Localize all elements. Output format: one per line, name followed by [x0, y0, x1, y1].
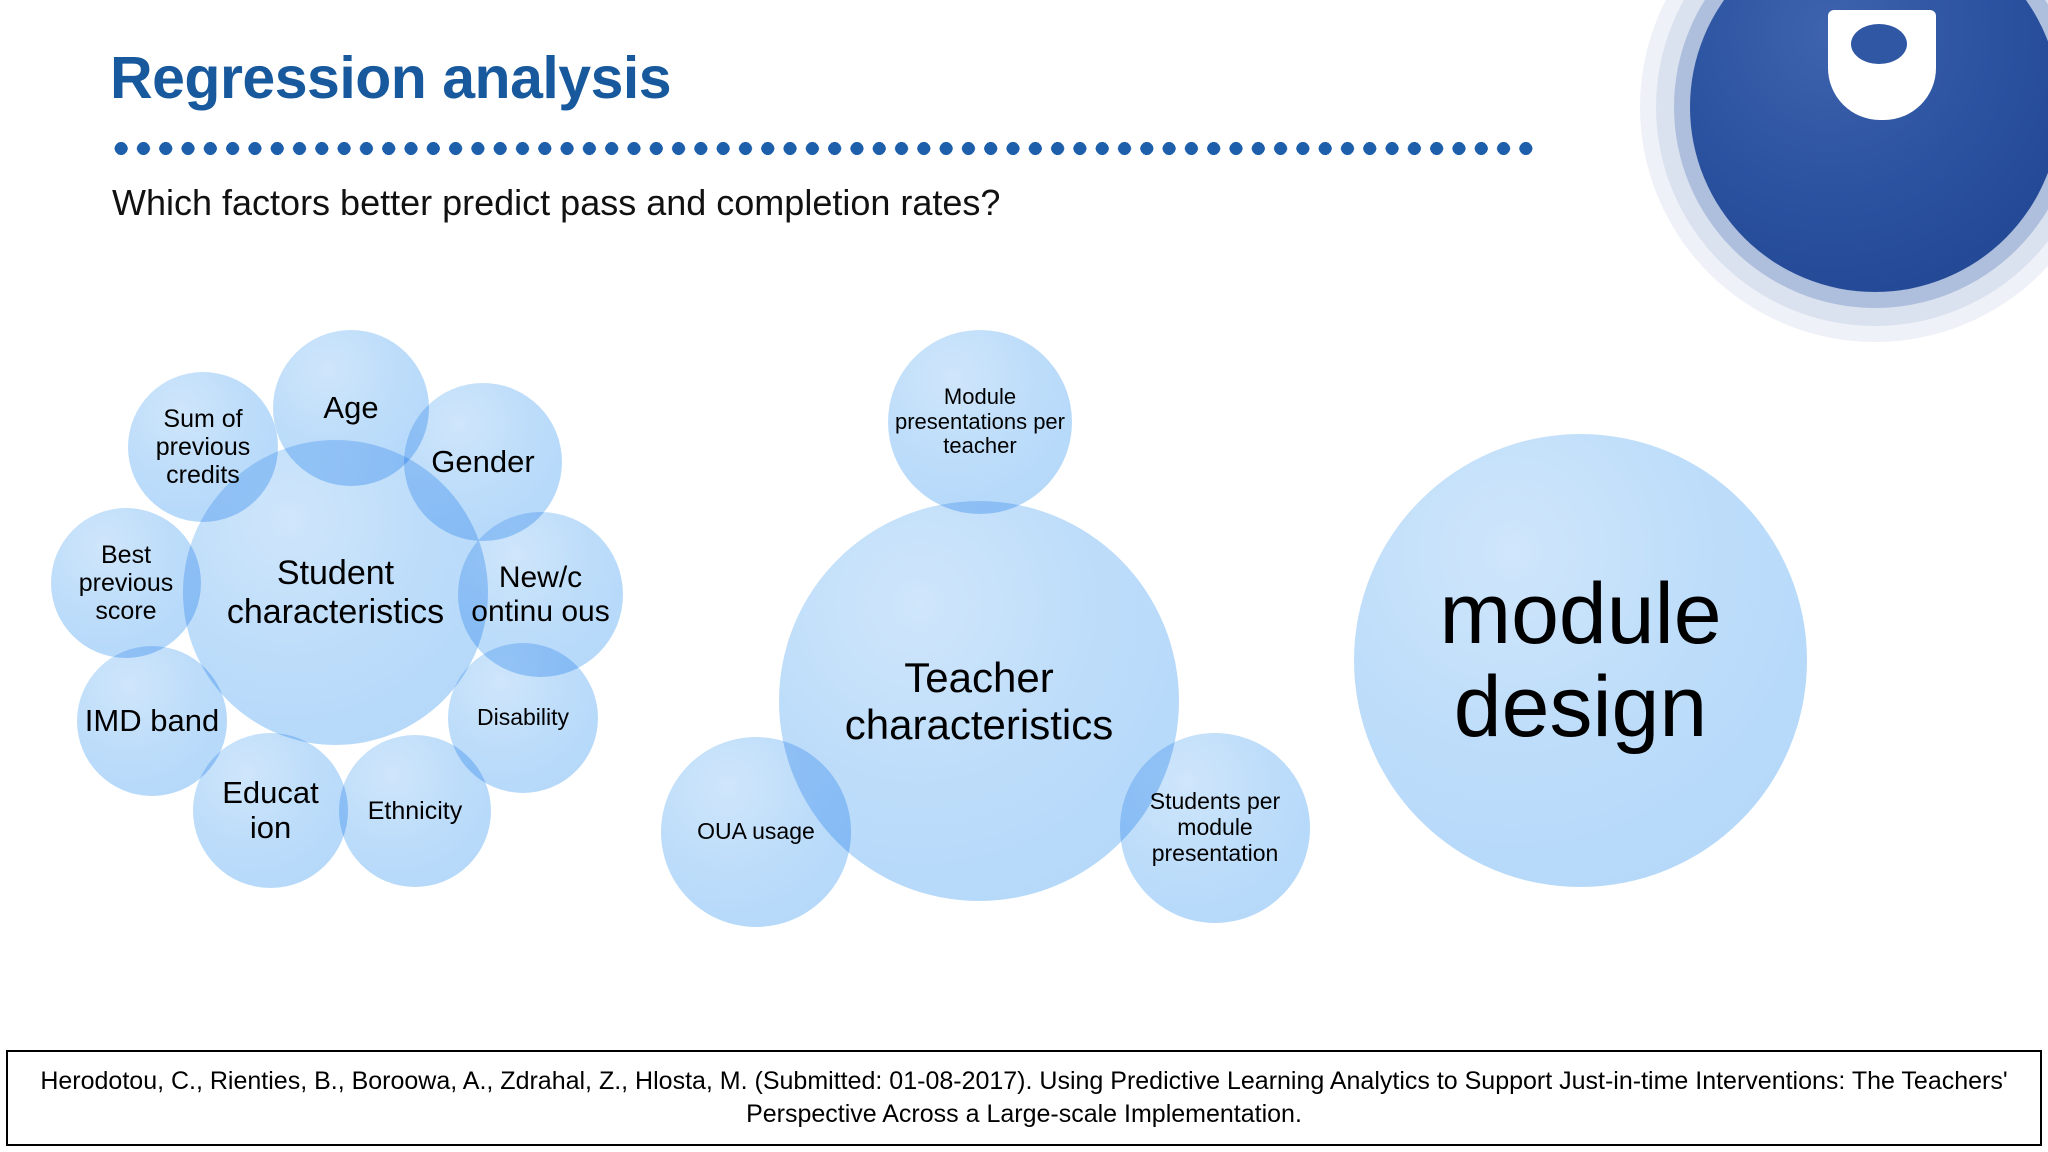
citation-text: Herodotou, C., Rienties, B., Boroowa, A.…: [40, 1066, 2008, 1128]
bubble-module-design: module design: [1354, 434, 1807, 887]
bubble-ethnicity: Ethnicity: [339, 735, 491, 887]
bubble-module-presentations-per-teacher: Module presentations per teacher: [888, 330, 1072, 514]
bubble-student-characteristics: Student characteristics: [183, 440, 488, 745]
bubble-students-per-module-presentation: Students per module presentation: [1120, 733, 1310, 923]
ou-shield-dot-icon: [1851, 24, 1907, 64]
bubble-best-previous-score: Best previous score: [51, 508, 201, 658]
bubble-imd-band: IMD band: [77, 646, 227, 796]
bubble-sum-previous-credits: Sum of previous credits: [128, 372, 278, 522]
bubble-teacher-characteristics: Teacher characteristics: [779, 501, 1179, 901]
open-university-logo: [1640, 0, 2048, 342]
dotted-divider: [110, 142, 1535, 155]
bubble-education: Educat ion: [193, 733, 348, 888]
ou-shield-icon: [1828, 10, 1936, 120]
slide-subtitle: Which factors better predict pass and co…: [112, 182, 1001, 223]
citation-box: Herodotou, C., Rienties, B., Boroowa, A.…: [6, 1050, 2042, 1146]
page-title: Regression analysis: [110, 45, 672, 111]
